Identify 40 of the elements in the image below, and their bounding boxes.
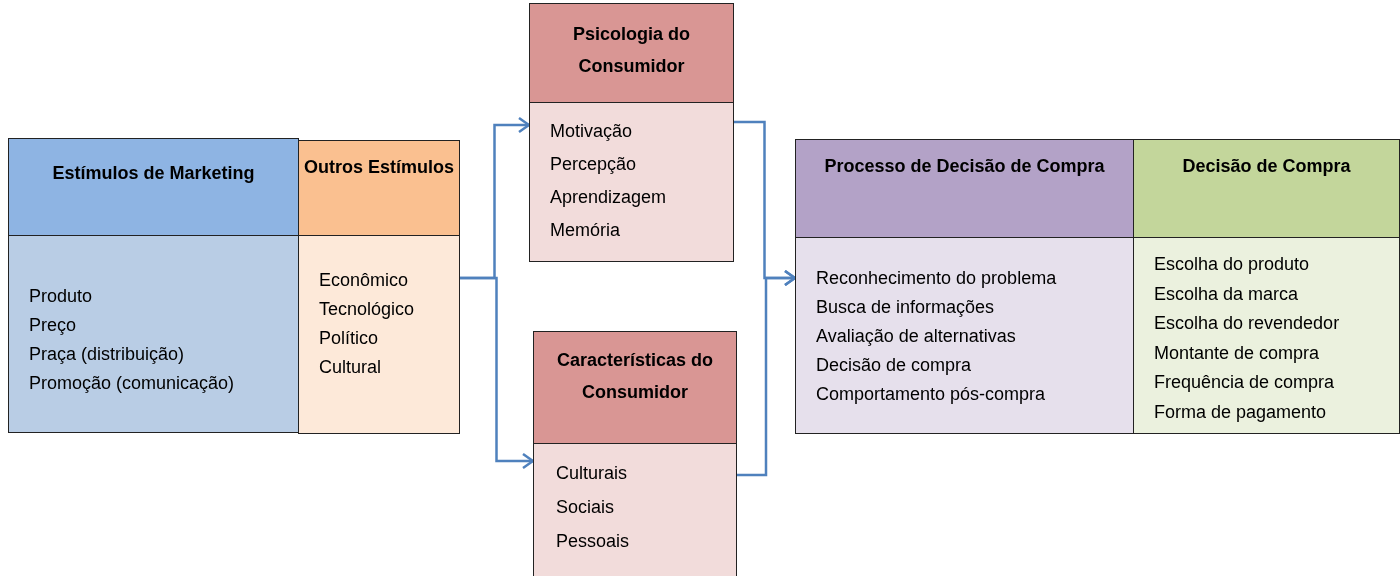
table-column xyxy=(8,138,299,433)
list-item: Político xyxy=(319,327,380,350)
table-column xyxy=(298,140,460,434)
list-item: Pessoais xyxy=(556,530,631,553)
list-item: Culturais xyxy=(556,462,629,485)
list-item: Decisão de compra xyxy=(816,354,973,377)
list-item: Sociais xyxy=(556,496,616,519)
column-heading: Outros Estímulos xyxy=(304,156,454,179)
list-item: Preço xyxy=(29,314,78,337)
column-heading: Psicologia do Consumidor xyxy=(572,23,691,78)
list-item: Reconhecimento do problema xyxy=(816,267,1058,290)
list-item: Praça (distribuição) xyxy=(29,343,186,366)
table-column xyxy=(795,139,1134,434)
list-item: Motivação xyxy=(550,120,634,143)
list-item: Escolha da marca xyxy=(1154,282,1300,306)
table-column xyxy=(1133,139,1400,434)
arrow xyxy=(460,276,535,470)
list-item: Cultural xyxy=(319,356,383,379)
list-item: Percepção xyxy=(550,153,638,176)
list-item: Frequência de compra xyxy=(1154,371,1336,394)
list-item: Aprendizagem xyxy=(550,186,668,209)
list-item: Tecnológico xyxy=(319,298,416,321)
column-heading: Estímulos de Marketing xyxy=(52,162,255,185)
list-item: Montante de compra xyxy=(1154,341,1321,365)
list-item: Avaliação de alternativas xyxy=(816,325,1017,348)
list-item: Comportamento pós-compra xyxy=(816,383,1047,406)
column-heading: Processo de Decisão de Compra xyxy=(824,155,1105,178)
column-heading: Decisão de Compra xyxy=(1182,155,1351,178)
list-item: Escolha do produto xyxy=(1154,253,1311,276)
list-item: Escolha do revendedor xyxy=(1154,312,1341,335)
list-item: Produto xyxy=(29,285,94,308)
arrow xyxy=(737,269,797,477)
table-column xyxy=(529,3,734,262)
table-column xyxy=(533,331,737,576)
list-item: Memória xyxy=(550,219,621,242)
list-item: Forma de pagamento xyxy=(1154,400,1328,424)
list-item: Econômico xyxy=(319,269,410,292)
list-item: Busca de informações xyxy=(816,296,996,319)
list-item: Promoção (comunicação) xyxy=(29,372,236,395)
column-heading: Características do Consumidor xyxy=(555,349,715,404)
